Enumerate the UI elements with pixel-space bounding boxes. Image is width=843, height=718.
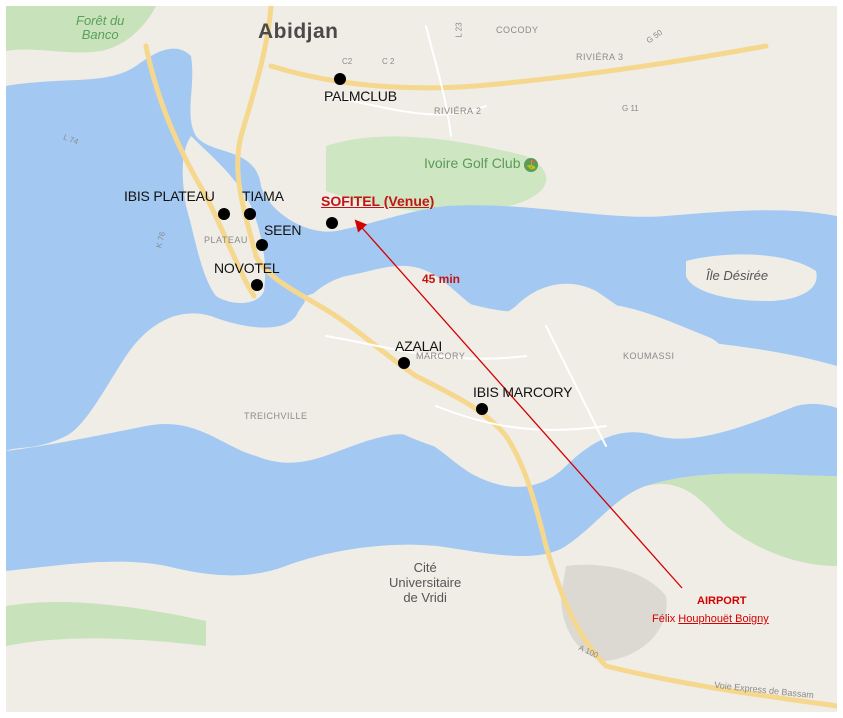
island-desiree [686, 254, 817, 301]
road-label-c2a: C2 [342, 57, 353, 66]
city-label: Abidjan [258, 20, 339, 43]
district-label-marcory: MARCORY [416, 351, 466, 361]
hotel-marker-palmclub[interactable] [334, 73, 346, 85]
district-label-riviera-3: RIVIÉRA 3 [576, 52, 624, 62]
airport-label: AIRPORT [697, 595, 747, 607]
southern-shore [6, 484, 837, 712]
hotel-label-tiama: TIAMA [242, 188, 284, 204]
district-label-treichville: TREICHVILLE [244, 411, 308, 421]
district-label-plateau: PLATEAU [204, 235, 248, 245]
hotel-label-novotel: NOVOTEL [214, 260, 280, 276]
park-forest [6, 6, 156, 53]
hotel-marker-ibis-marcory[interactable] [476, 403, 488, 415]
cite-universitaire-label: Cité Universitaire de Vridi [389, 560, 462, 605]
district-label-riviera-2: RIVIÉRA 2 [434, 106, 482, 116]
golf-club-label: Ivoire Golf Club ⛳ [424, 155, 539, 172]
hotel-label-ibis-marcory: IBIS MARCORY [473, 384, 573, 400]
map-frame[interactable]: Abidjan Forêt du Banco COCODY RIVIÉRA 3 … [6, 6, 837, 712]
hotel-label-azalai: AZALAI [395, 338, 443, 354]
forest-label: Forêt du Banco [76, 13, 125, 43]
golf-icon: ⛳ [524, 158, 539, 172]
district-label-cocody: COCODY [496, 25, 539, 35]
airport-name: Félix Houphouët Boigny [652, 614, 769, 625]
airport-name-link[interactable]: Houphouët Boigny [678, 613, 769, 625]
lagoon-south [6, 403, 837, 576]
park-south-2 [6, 601, 206, 646]
venue-marker[interactable] [326, 217, 338, 229]
minor-roads [325, 25, 607, 447]
road-label-c2b: C 2 [382, 57, 395, 66]
hotel-label-seen: SEEN [264, 222, 302, 238]
hotel-marker-tiama[interactable] [244, 208, 256, 220]
island-label: Île Désirée [706, 268, 769, 283]
hotel-marker-novotel[interactable] [251, 279, 263, 291]
road-label-l23: L 23 [454, 22, 464, 38]
marcory-land [296, 281, 723, 455]
airport-name-prefix: Félix [652, 613, 679, 625]
hotel-label-ibis-plateau: IBIS PLATEAU [124, 188, 215, 204]
lagoon [6, 48, 837, 451]
travel-time-label: 45 min [422, 272, 461, 286]
hotel-marker-ibis-plateau[interactable] [218, 208, 230, 220]
golf-club-name: Ivoire Golf Club [424, 155, 521, 171]
road-label-g11: G 11 [622, 104, 639, 113]
airport-area [561, 564, 667, 661]
venue-label[interactable]: SOFITEL (Venue) [321, 193, 435, 209]
district-label-koumassi: KOUMASSI [623, 351, 675, 361]
park-golf [326, 136, 547, 213]
route-line [354, 219, 683, 589]
hotel-label-palmclub: PALMCLUB [324, 88, 397, 104]
hotel-marker-seen[interactable] [256, 239, 268, 251]
hotel-marker-azalai[interactable] [398, 357, 410, 369]
